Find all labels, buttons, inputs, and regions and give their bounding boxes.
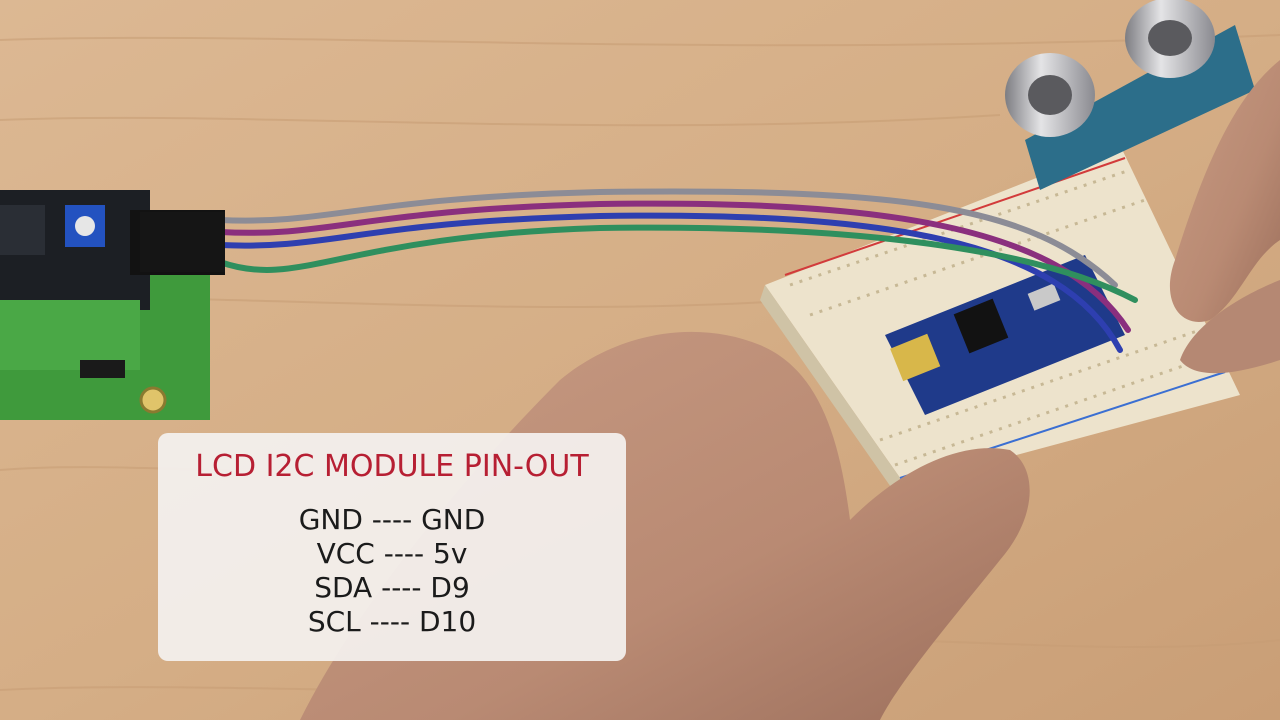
jumper-connector: [140, 212, 225, 272]
wire-gray: [217, 188, 1118, 288]
wire-purple: [217, 200, 1131, 333]
jumper-wires: [217, 188, 1138, 353]
hand-right-lower: [1180, 280, 1280, 374]
ultrasonic-sensor: [1005, 0, 1255, 190]
lcd-module: [0, 190, 225, 420]
wire-green: [217, 224, 1138, 303]
pin-row-gnd: GND ---- GND: [298, 503, 486, 536]
arduino-nano-board: [885, 255, 1125, 415]
pin-row-vcc: VCC ---- 5v: [316, 537, 468, 570]
pin-row-scl: SCL ---- D10: [307, 605, 477, 638]
hand-right: [1169, 60, 1280, 322]
pin-row-sda: SDA ---- D9: [314, 571, 470, 604]
pinout-caption-card: LCD I2C MODULE PIN-OUT GND ---- GND VCC …: [158, 433, 626, 661]
pinout-title: LCD I2C MODULE PIN-OUT: [195, 449, 589, 484]
wire-blue: [217, 212, 1123, 353]
